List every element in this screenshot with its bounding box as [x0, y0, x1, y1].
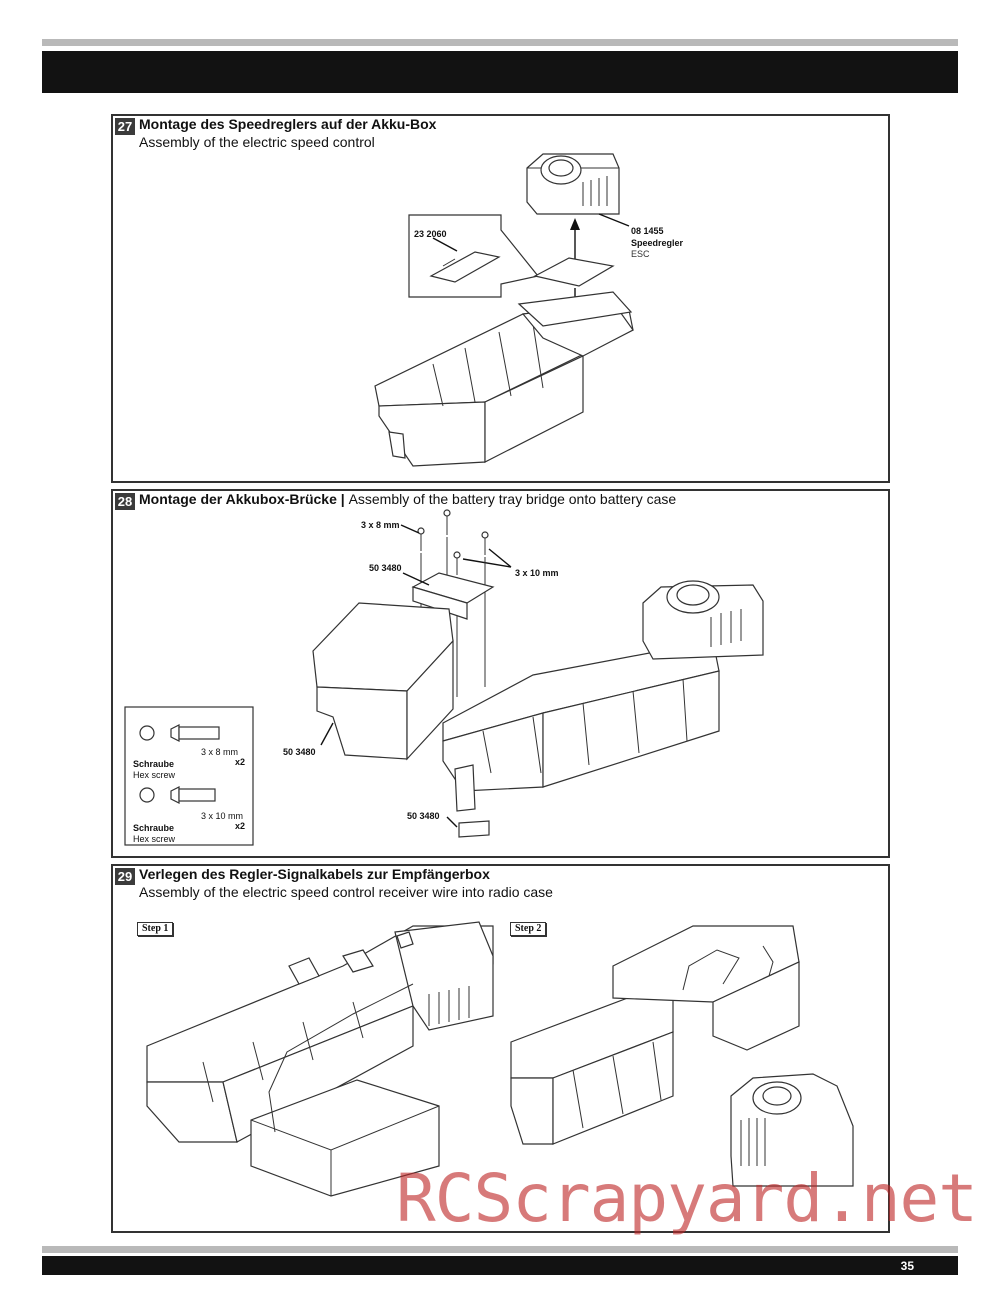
page-number: 35 [900, 1259, 914, 1273]
step-27-panel: 27 Montage des Speedreglers auf der Akku… [111, 114, 890, 483]
legend-name-en-1: Hex screw [133, 770, 176, 780]
footer-grey-bar [42, 1246, 958, 1253]
watermark: RCScrapyard.net [396, 1160, 978, 1237]
step-subtitle: Assembly of the electric speed control [139, 134, 375, 150]
legend-name-1: Schraube [133, 759, 175, 769]
step-1-label: Step 1 [137, 922, 174, 936]
esc-part-name: Speedregler [631, 238, 684, 248]
post-part-number: 50 3480 [407, 811, 440, 821]
legend-name-en-2: Hex screw [133, 834, 176, 844]
screw-3x8-label: 3 x 8 mm [361, 520, 400, 530]
esc-part-number: 08 1455 [631, 226, 664, 236]
legend-qty-2: x2 [235, 821, 246, 831]
wire-routing-diagram [146, 921, 854, 1197]
footer-black-bar [42, 1256, 958, 1275]
esc-assembly-diagram [374, 153, 634, 467]
header-black-bar [42, 51, 958, 93]
step-number: 28 [115, 493, 135, 510]
pad-part-number: 23 2060 [414, 229, 447, 239]
step-number: 29 [115, 868, 135, 885]
step-title: Verlegen des Regler-Signalkabels zur Emp… [139, 866, 490, 882]
step-title: Montage des Speedreglers auf der Akku-Bo… [139, 116, 437, 132]
step-28-panel: 28 Montage der Akkubox-Brücke | Assembly… [111, 489, 890, 858]
step-number: 27 [115, 118, 135, 135]
case-part-number: 50 3480 [283, 747, 316, 757]
step-subtitle: Assembly of the battery tray bridge onto… [348, 491, 677, 507]
legend-size-2: 3 x 10 mm [201, 811, 244, 821]
legend-size-1: 3 x 8 mm [201, 747, 239, 757]
title-separator: | [340, 491, 345, 507]
step-title-line: Montage der Akkubox-Brücke | Assembly of… [139, 491, 676, 507]
step-subtitle: Assembly of the electric speed control r… [139, 884, 553, 900]
step-29-panel: 29 Verlegen des Regler-Signalkabels zur … [111, 864, 890, 1233]
step-title: Montage der Akkubox-Brücke [139, 491, 337, 507]
screw-3x10-label: 3 x 10 mm [515, 568, 559, 578]
bridge-part-number: 50 3480 [369, 563, 402, 573]
bridge-assembly-diagram [124, 509, 764, 846]
legend-qty-1: x2 [235, 757, 246, 767]
legend-name-2: Schraube [133, 823, 175, 833]
header-grey-bar [42, 39, 958, 46]
step-2-label: Step 2 [510, 922, 547, 936]
esc-part-name-en: ESC [631, 249, 650, 259]
